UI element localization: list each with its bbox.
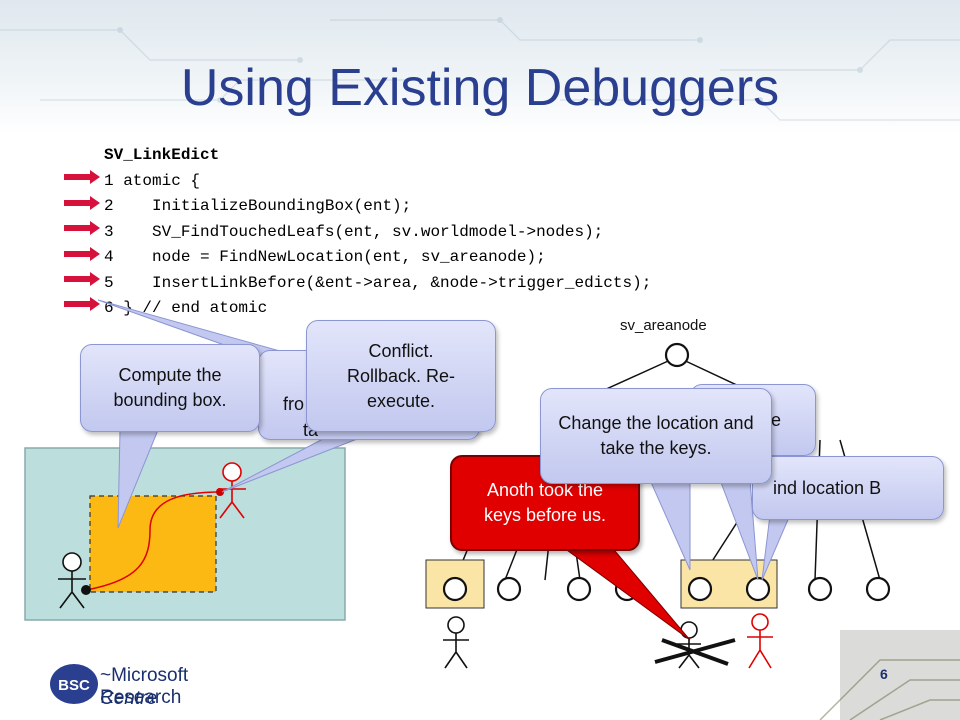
- line-arrow-icon: [64, 170, 100, 184]
- tree-leaf-node: [807, 576, 833, 602]
- code-line-4: 4 node = FindNewLocation(ent, sv_areanod…: [104, 248, 546, 266]
- svg-text:BSC: BSC: [58, 677, 90, 694]
- footer-circuit-pattern: [819, 630, 960, 720]
- logo-line-1: Microsoft Research: [100, 665, 189, 708]
- movement-path: [85, 491, 221, 591]
- tree-leaf-node: [566, 576, 592, 602]
- entity-end-figure: [218, 462, 246, 519]
- line-arrow-icon: [64, 297, 100, 311]
- tree-leaf-node: [865, 576, 891, 602]
- callout-find-location-b: ind location B: [752, 456, 944, 520]
- line-arrow-icon: [64, 247, 100, 261]
- callout-change-location: Change the location and take the keys.: [540, 388, 772, 484]
- bsc-globe-icon: BSC: [50, 664, 98, 704]
- thread-figure-a: [443, 616, 469, 669]
- areanode-root-label: sv_areanode: [620, 317, 707, 334]
- tree-leaf-node: [442, 576, 468, 602]
- bounding-box: [89, 495, 217, 593]
- callout-tail: [649, 479, 691, 571]
- code-header: SV_LinkEdict: [104, 146, 220, 164]
- thread-figure-b: [747, 613, 773, 669]
- logo-line-2: Centre: [100, 688, 158, 709]
- tree-leaf-node: [496, 576, 522, 602]
- line-arrow-icon: [64, 221, 100, 235]
- code-line-1: 1 atomic {: [104, 171, 201, 190]
- bsc-microsoft-logo: BSC ~Microsoft Research Centre: [48, 660, 258, 710]
- callout-compute-bbox: Compute the bounding box.: [80, 344, 260, 432]
- callout-conflict: Conflict. Rollback. Re-execute.: [306, 320, 496, 432]
- header-circuit-pattern: [0, 17, 960, 121]
- slide-title: Using Existing Debuggers: [180, 59, 780, 117]
- page-number: 6: [880, 666, 888, 682]
- code-line-5: 5 InsertLinkBefore(&ent->area, &node->tr…: [104, 273, 652, 292]
- tree-nodes: [442, 342, 891, 602]
- code-block: SV_LinkEdict 1 atomic { 2 InitializeBoundi…: [104, 143, 651, 322]
- tree-leaf-node: [745, 576, 771, 602]
- tree-leaf-node: [687, 576, 713, 602]
- tree-root-node: [664, 342, 690, 368]
- logo-tilde: ~: [100, 665, 112, 686]
- code-line-3: 3 SV_FindTouchedLeafs(ent, sv.worldmodel…: [104, 222, 604, 241]
- line-arrow-icon: [64, 272, 100, 286]
- cross-mark-icon: [654, 638, 736, 666]
- line-arrow-icon: [64, 196, 100, 210]
- code-line-2: 2 InitializeBoundingBox(ent);: [104, 197, 412, 215]
- header-band: [0, 0, 960, 135]
- entity-start-figure: [58, 552, 86, 609]
